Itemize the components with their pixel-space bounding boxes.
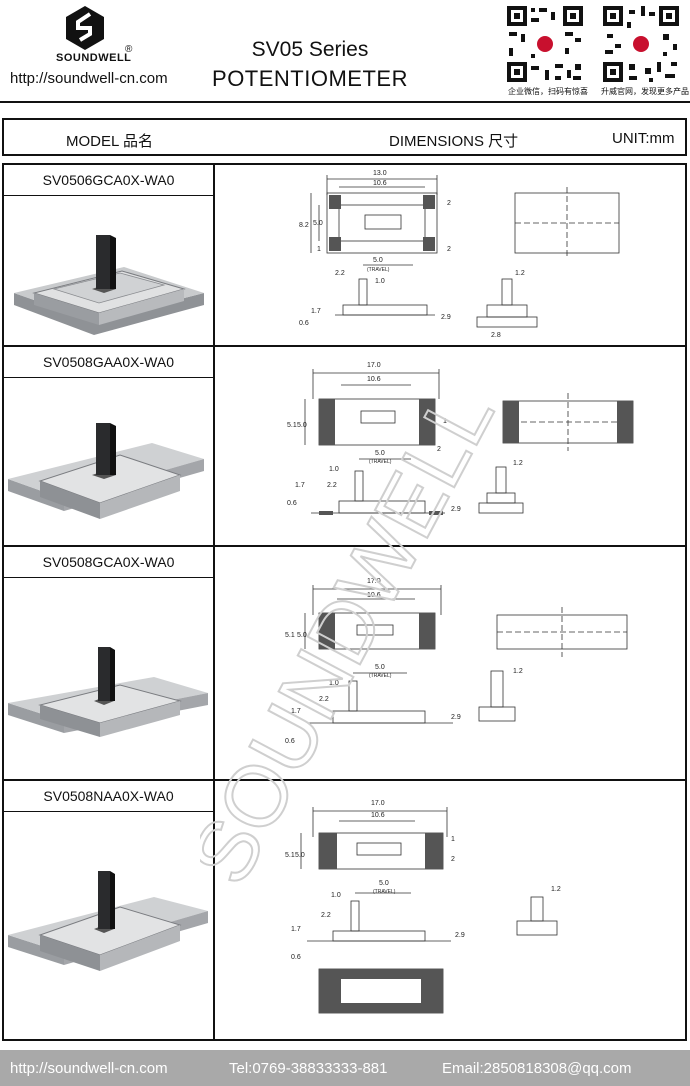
dim-knob-height: 2.2	[319, 696, 329, 703]
pin-label: 2	[447, 200, 451, 207]
dim-knob: 1.0	[329, 466, 339, 473]
dim-total-height: 2.9	[455, 932, 465, 939]
dim-travel: 5.0	[379, 880, 389, 887]
dim-knob-height: 2.2	[335, 270, 345, 277]
table-header: MODEL 品名 DIMENSIONS 尺寸 UNIT:mm	[2, 118, 687, 156]
footer-email[interactable]: Email:2850818308@qq.com	[442, 1060, 632, 1077]
model-underline	[4, 577, 213, 578]
column-header-dimensions: DIMENSIONS 尺寸	[389, 133, 519, 150]
website-qr-code-icon	[601, 4, 681, 84]
model-name: SV0506GCA0X-WA0	[42, 172, 175, 188]
brand-name: SOUNDWELL	[56, 52, 132, 64]
pin-label: 1	[451, 836, 455, 843]
registered-mark: ®	[125, 44, 133, 55]
dim-inner: 10.6	[367, 376, 381, 383]
dim-width: 17.0	[367, 362, 381, 369]
model-underline	[4, 811, 213, 812]
column-header-model: MODEL 品名	[66, 133, 153, 150]
dim-travel: 5.0	[373, 257, 383, 264]
product-render-image	[8, 647, 208, 737]
dim-base1: 1.7	[295, 482, 305, 489]
dimension-drawing: 13.0 10.6 8.2 5.0 2 2 1 5.0 (TRAVEL) 1.0…	[299, 170, 620, 339]
dim-base2: 0.6	[287, 500, 297, 507]
dim-travel-label: (TRAVEL)	[373, 889, 396, 895]
pin-label: 2	[451, 856, 455, 863]
dim-total-height: 2.9	[441, 314, 451, 321]
dim-base2: 0.6	[285, 738, 295, 745]
model-name: SV0508GCA0X-WA0	[42, 554, 175, 570]
dim-knob: 1.0	[331, 892, 341, 899]
header-website-link[interactable]: http://soundwell-cn.com	[10, 70, 168, 87]
dim-total-height: 2.9	[451, 506, 461, 513]
dim-travel-label: (TRAVEL)	[369, 673, 392, 679]
dim-inner: 10.6	[367, 592, 381, 599]
dim-inner: 10.6	[371, 812, 385, 819]
product-render-image	[8, 423, 204, 519]
dim-inner: 10.6	[373, 180, 387, 187]
dim-travel-label: (TRAVEL)	[367, 267, 390, 273]
pin-label: 1	[443, 418, 447, 425]
pin-label: 2	[447, 246, 451, 253]
product-render-image	[14, 235, 204, 335]
pin-label: 1	[317, 246, 321, 253]
dim-knob-width: 1.2	[513, 460, 523, 467]
product-title: POTENTIOMETER	[212, 66, 408, 91]
series-title: SV05 Series	[251, 38, 369, 61]
qr-caption-website: 升威官网，发现更多产品	[601, 87, 689, 96]
dim-width: 17.0	[367, 578, 381, 585]
dim-travel: 5.0	[375, 664, 385, 671]
dim-width: 17.0	[371, 800, 385, 807]
wechat-qr-code-icon	[505, 4, 585, 84]
dimension-drawing: 17.0 10.6 5.1 5.0 1 2 5.0 (TRAVEL) 1.0 2…	[287, 362, 634, 515]
dimension-drawing: 17.0 10.6 5.1 5.0 5.0 (TRAVEL) 1.0 2.2 1…	[285, 578, 628, 745]
footer-website-link[interactable]: http://soundwell-cn.com	[10, 1060, 168, 1077]
row-divider	[4, 545, 685, 547]
qr-caption-wechat: 企业微信，扫码有惊喜	[508, 87, 588, 96]
dim-total-height: 2.9	[451, 714, 461, 721]
dim-h2: 5.0	[297, 632, 307, 639]
row-divider	[4, 345, 685, 347]
pin-label: 2	[437, 446, 441, 453]
dim-travel: 5.0	[375, 450, 385, 457]
model-underline	[4, 195, 213, 196]
dim-base1: 1.7	[291, 708, 301, 715]
row-divider	[4, 779, 685, 781]
dim-base1: 1.7	[291, 926, 301, 933]
dim-side-width: 2.8	[491, 332, 501, 339]
footer-phone: Tel:0769-38833333-881	[229, 1060, 388, 1077]
dim-knob: 1.0	[329, 680, 339, 687]
dim-knob-width: 1.2	[513, 668, 523, 675]
model-underline	[4, 377, 213, 378]
column-divider	[213, 165, 215, 1039]
dimension-drawing: 17.0 10.6 5.1 5.0 1 2 5.0 (TRAVEL) 1.0 2…	[285, 800, 561, 1014]
model-name: SV0508GAA0X-WA0	[43, 354, 174, 370]
dim-travel-label: (TRAVEL)	[369, 459, 392, 465]
dim-h1: 8.2	[299, 222, 309, 229]
dim-h1: 5.1	[287, 422, 297, 429]
dim-h2: 5.0	[295, 852, 305, 859]
page-header: SOUNDWELL ® http://soundwell-cn.com SV05…	[0, 0, 690, 104]
page-footer: http://soundwell-cn.com Tel:0769-3883333…	[0, 1050, 690, 1086]
product-table: SV0506GCA0X-WA0	[2, 163, 687, 1041]
dim-knob: 1.0	[375, 278, 385, 285]
dim-knob-height: 2.2	[327, 482, 337, 489]
dim-h2: 5.0	[313, 220, 323, 227]
dim-base1: 1.7	[311, 308, 321, 315]
dim-base2: 0.6	[291, 954, 301, 961]
dim-knob-width: 1.2	[551, 886, 561, 893]
dim-width: 13.0	[373, 170, 387, 177]
soundwell-logo-icon	[66, 6, 104, 50]
dim-knob-height: 2.2	[321, 912, 331, 919]
dim-base2: 0.6	[299, 320, 309, 327]
dim-h2: 5.0	[297, 422, 307, 429]
dim-h1: 5.1	[285, 852, 295, 859]
dim-knob-width: 1.2	[515, 270, 525, 277]
dim-h1: 5.1	[285, 632, 295, 639]
header-divider	[0, 101, 690, 103]
column-header-unit: UNIT:mm	[612, 130, 675, 147]
product-render-image	[8, 871, 208, 971]
model-name: SV0508NAA0X-WA0	[43, 788, 174, 804]
